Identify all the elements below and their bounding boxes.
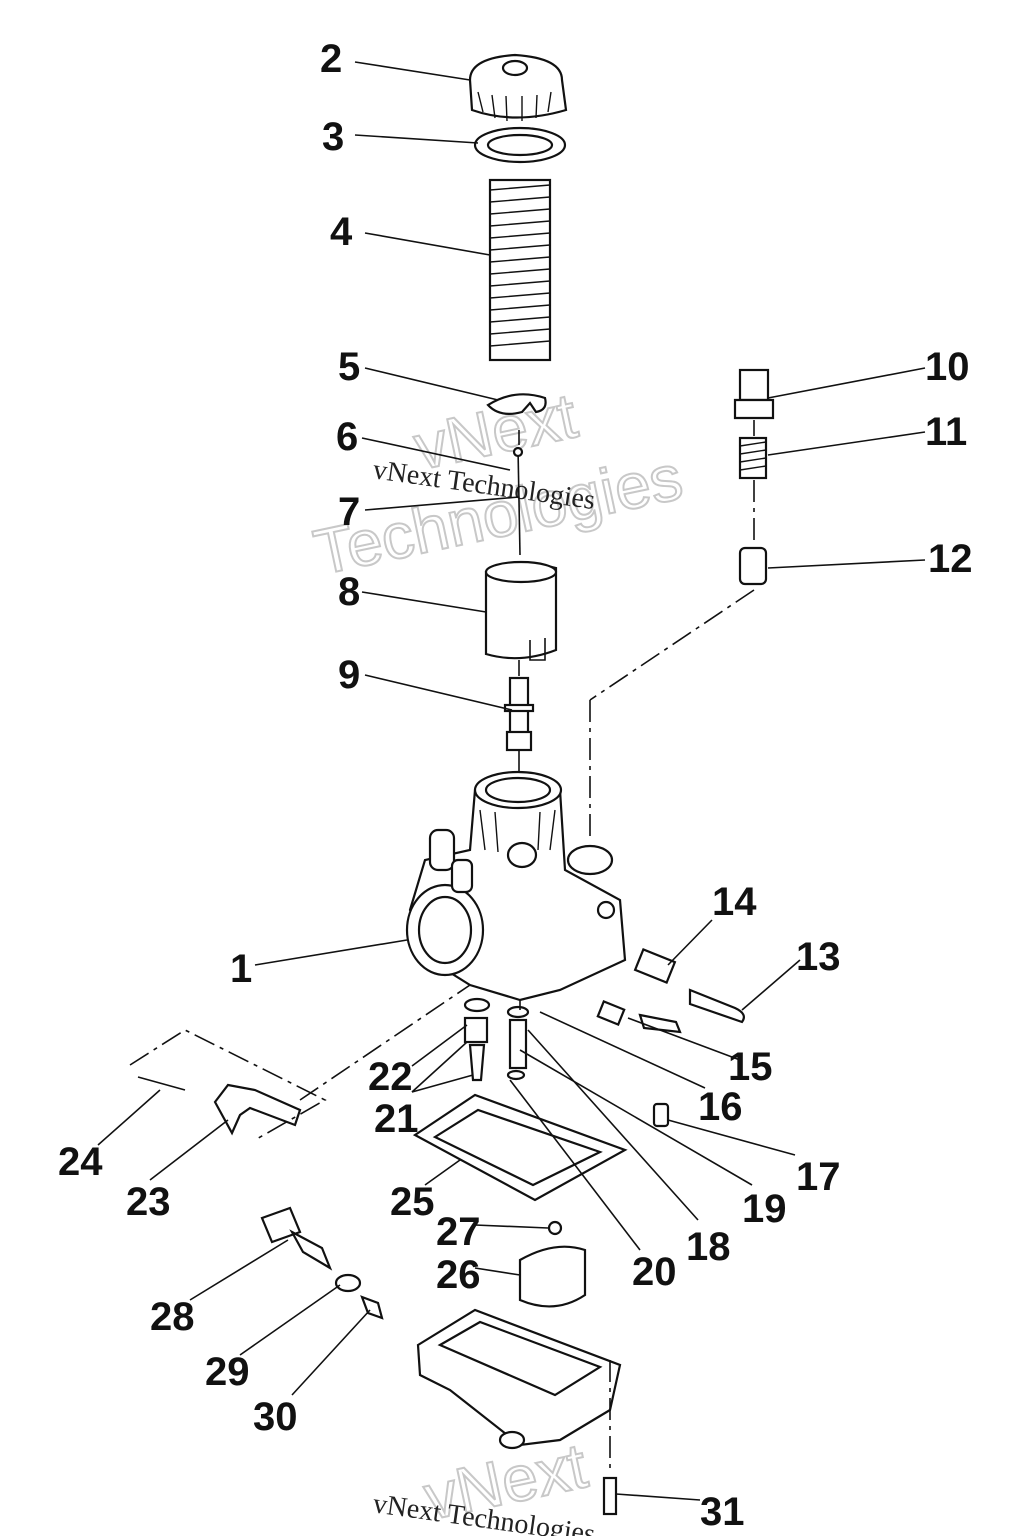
callout-25: 25	[390, 1180, 435, 1224]
callout-3: 3	[322, 115, 344, 159]
callout-19: 19	[742, 1187, 787, 1231]
callout-26: 26	[436, 1253, 481, 1297]
callout-11: 11	[925, 410, 967, 454]
part-throttle-spring	[488, 178, 552, 362]
part-drain-bolt	[260, 1206, 384, 1320]
part-main-jet-assembly	[463, 997, 530, 1082]
part-float-bowl-gasket	[412, 1093, 628, 1202]
part-idle-screw	[596, 1000, 682, 1034]
part-float	[518, 1220, 587, 1308]
part-retainer-plate	[486, 393, 547, 415]
part-throttle-valve	[484, 560, 558, 661]
callout-22: 22	[368, 1055, 413, 1099]
part-jet-needle	[512, 446, 524, 556]
part-carburetor-body	[405, 770, 627, 1002]
part-pilot-screw	[633, 948, 745, 1024]
callout-20: 20	[632, 1250, 677, 1294]
callout-31: 31	[700, 1490, 745, 1534]
callout-16: 16	[698, 1085, 743, 1129]
callout-23: 23	[126, 1180, 171, 1224]
callout-12: 12	[928, 537, 973, 581]
callout-27: 27	[436, 1210, 481, 1254]
callout-1: 1	[230, 947, 252, 991]
callout-10: 10	[925, 345, 970, 389]
part-starter-plunger	[738, 546, 768, 586]
callout-7: 7	[338, 490, 360, 534]
callout-21: 21	[374, 1097, 419, 1141]
callout-9: 9	[338, 653, 360, 697]
callout-15: 15	[728, 1045, 773, 1089]
callout-28: 28	[150, 1295, 195, 1339]
leader-lines	[97, 61, 926, 1501]
callout-numbers: 2 3 4 5 6 7 8 9 10 11 12 1 14 13 15 16 1…	[58, 37, 973, 1534]
part-needle-jet	[503, 676, 535, 752]
callout-18: 18	[686, 1225, 731, 1269]
part-float-arm	[129, 1029, 327, 1141]
callout-6: 6	[336, 415, 358, 459]
callout-30: 30	[253, 1395, 298, 1439]
watermark-bottom: vNext vNext Technologies	[371, 1428, 597, 1536]
callout-24: 24	[58, 1140, 103, 1184]
part-fuel-fitting	[733, 368, 775, 420]
callout-29: 29	[205, 1350, 250, 1394]
callout-5: 5	[338, 345, 360, 389]
part-plug-17	[652, 1102, 670, 1128]
callout-14: 14	[712, 880, 757, 924]
part-small-spring	[738, 436, 768, 480]
part-float-bowl	[416, 1308, 622, 1450]
callout-17: 17	[796, 1155, 841, 1199]
part-gasket-ring	[473, 126, 567, 164]
callout-8: 8	[338, 570, 360, 614]
part-cap	[468, 53, 568, 122]
callout-4: 4	[330, 210, 353, 254]
callout-13: 13	[796, 935, 841, 979]
callout-2: 2	[320, 37, 342, 81]
part-bowl-screw	[602, 1476, 618, 1516]
